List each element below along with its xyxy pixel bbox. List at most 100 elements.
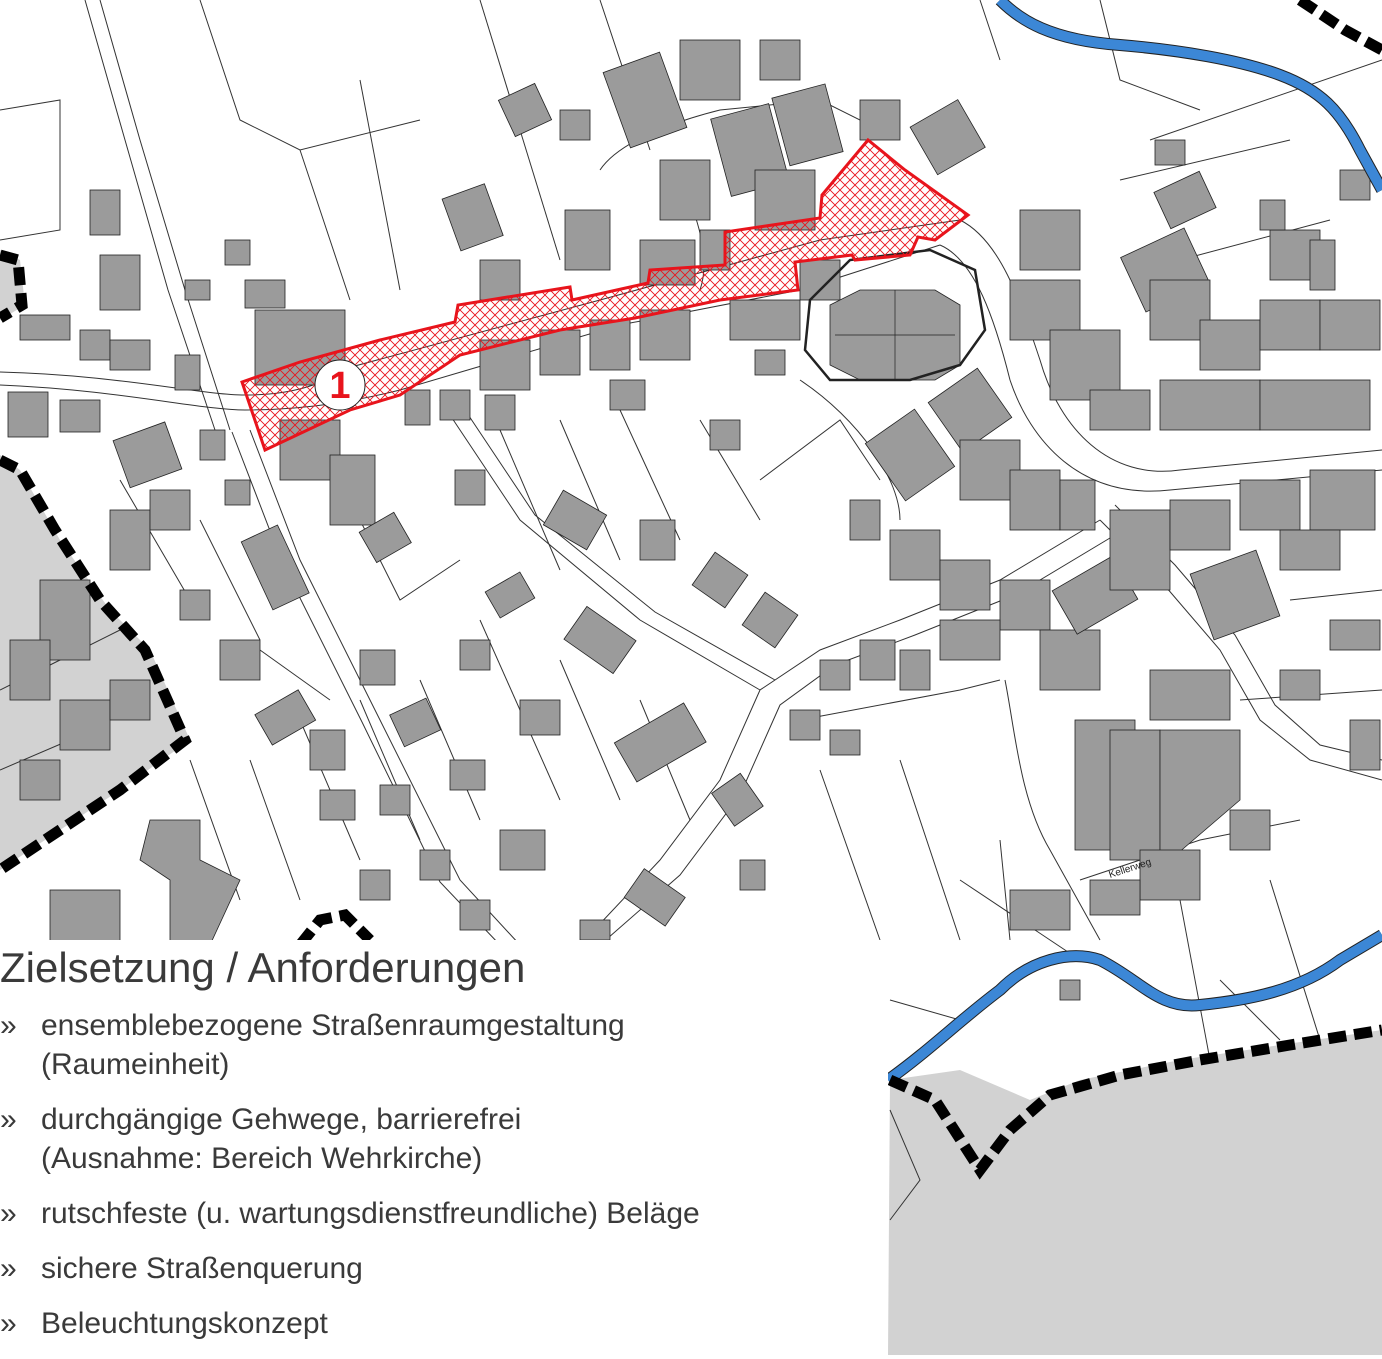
building (1049, 329, 1121, 401)
building (542, 489, 608, 551)
building (1089, 389, 1151, 431)
requirement-item: »sichere Straßenquerung (0, 1249, 881, 1288)
building (1349, 719, 1381, 771)
building (254, 689, 317, 746)
building (859, 639, 896, 681)
area-number-circle (314, 359, 366, 411)
building (1199, 319, 1261, 371)
building (859, 99, 901, 141)
bullet-marker: » (0, 1009, 17, 1042)
building (589, 319, 631, 371)
requirements-list: »ensemblebezogene Straßenraumgestaltung(… (0, 1006, 881, 1359)
building (404, 389, 431, 426)
building (1159, 729, 1241, 861)
building (19, 759, 61, 801)
requirement-text: (Ausnahme: Bereich Wehrkirche) (41, 1142, 483, 1175)
building (939, 619, 1001, 661)
building (1339, 169, 1371, 201)
building (639, 309, 691, 361)
building (927, 367, 1013, 453)
building (449, 759, 486, 791)
building (109, 339, 151, 371)
bullet-marker: » (0, 1103, 17, 1136)
requirement-item: »Beleuchtungskonzept (0, 1304, 881, 1343)
building (1149, 669, 1231, 721)
building (659, 159, 711, 221)
building (497, 82, 553, 138)
river-top-fill (996, 0, 1382, 193)
building (479, 259, 521, 301)
building (1309, 469, 1376, 531)
building (1169, 499, 1231, 551)
building (49, 889, 121, 946)
building (459, 639, 491, 671)
building (149, 489, 191, 531)
building (539, 329, 581, 376)
building (59, 699, 111, 751)
building (319, 789, 356, 821)
building (459, 899, 491, 931)
building (1059, 479, 1096, 531)
building (579, 919, 611, 941)
building (623, 868, 686, 927)
building (819, 659, 851, 691)
building (1109, 509, 1171, 591)
building (1319, 299, 1381, 351)
building (799, 259, 841, 301)
building (999, 579, 1051, 631)
requirement-item: »rutschfeste (u. wartungsdienstfreundlic… (0, 1194, 881, 1233)
building (184, 279, 211, 301)
planning-area-1 (240, 137, 971, 453)
bullet-marker: » (0, 1307, 17, 1340)
area-number-label: 1 (329, 365, 350, 407)
building (1259, 199, 1286, 231)
building (864, 408, 956, 502)
building (1109, 729, 1161, 861)
building (1009, 469, 1061, 531)
building (709, 419, 741, 451)
building (109, 679, 151, 721)
building (829, 729, 861, 756)
building (1279, 529, 1341, 571)
building (499, 829, 546, 871)
building (112, 421, 183, 489)
building (224, 479, 251, 506)
section-heading: Zielsetzung / Anforderungen (0, 944, 526, 991)
building (484, 394, 516, 431)
building (679, 39, 741, 101)
building (899, 649, 931, 691)
building (454, 469, 486, 506)
building (59, 399, 101, 433)
building (739, 859, 766, 891)
building (219, 639, 261, 681)
building (639, 519, 676, 561)
building (889, 529, 941, 581)
boundary-left-top (0, 249, 28, 323)
building (359, 869, 391, 901)
boundary-top-right (1296, 0, 1382, 55)
building (329, 454, 376, 526)
building (1329, 619, 1381, 651)
requirement-text: (Raumeinheit) (41, 1048, 230, 1081)
building (244, 279, 286, 309)
building (1139, 849, 1201, 901)
outside-area-bottom-right (888, 1030, 1382, 1355)
building (1309, 239, 1336, 291)
building (613, 702, 707, 783)
building (1154, 139, 1186, 166)
building (199, 429, 226, 461)
building (7, 391, 49, 438)
building (1279, 669, 1321, 701)
building (1189, 549, 1281, 641)
building (1229, 809, 1271, 851)
requirements-panel: Zielsetzung / Anforderungen »ensemblebez… (0, 940, 888, 1355)
river (884, 0, 1382, 1085)
building (1009, 889, 1071, 931)
building (1153, 170, 1217, 230)
building (109, 509, 151, 571)
building (19, 314, 71, 341)
building (419, 849, 451, 881)
building (1159, 379, 1261, 431)
building (79, 329, 111, 361)
